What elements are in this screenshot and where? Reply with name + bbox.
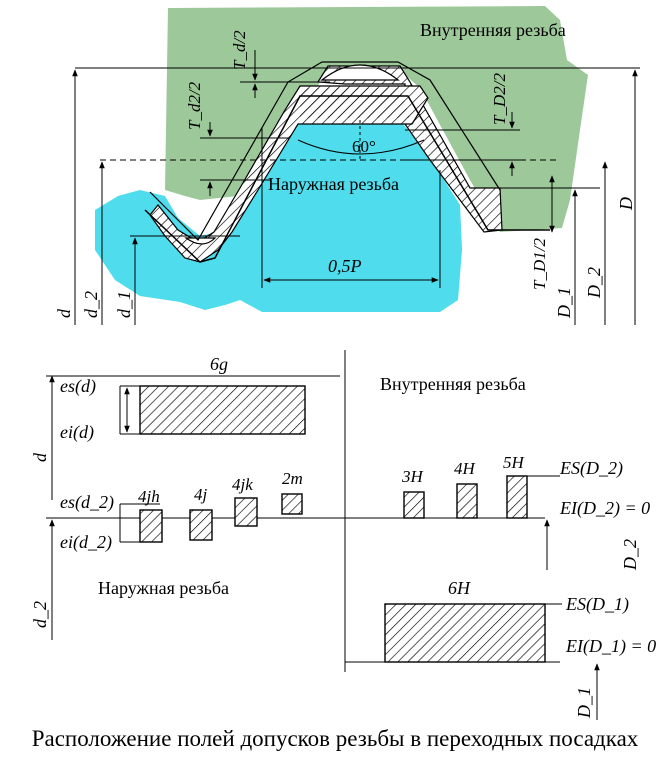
label-TD1-half: T_D1/2 — [530, 238, 549, 290]
label-field-4j: 4j — [194, 485, 208, 504]
label-external-bottom: Наружная резьба — [98, 578, 229, 598]
field-5H-rect — [506, 475, 528, 519]
label-field-6H: 6H — [448, 578, 471, 598]
label-field-3H: 3H — [401, 467, 425, 486]
label-ei-d2: ei(d_2) — [60, 532, 112, 553]
label-pitch: 0,5P — [328, 256, 362, 276]
tolerance-fields-view: 6g Внутренняя резьба Наружная резьба es(… — [30, 350, 656, 720]
label-es-d: es(d) — [60, 376, 96, 397]
label-dim-D: D — [616, 197, 636, 211]
label-ES-D1: ES(D_1) — [565, 594, 629, 615]
label-field-4jh: 4jh — [138, 487, 160, 506]
label-EI-D2: EI(D_2) = 0 — [559, 498, 650, 519]
field-3H-rect — [403, 491, 425, 519]
label-dim-d2: d_2 — [81, 291, 101, 318]
label-EI-D1: EI(D_1) = 0 — [565, 636, 656, 657]
figure-caption: Расположение полей допусков резьбы в пер… — [31, 726, 639, 751]
field-6g-rect — [139, 385, 306, 435]
thread-profile-line — [144, 95, 550, 263]
label-axis-d: d — [30, 452, 50, 462]
label-angle: 60° — [352, 137, 376, 156]
external-thread-region — [95, 120, 462, 312]
field-2m-rect — [281, 493, 303, 515]
label-TD2-half: T_D2/2 — [490, 73, 509, 125]
label-internal-thread: Внутренняя резьба — [420, 20, 566, 40]
label-field-2m: 2m — [282, 469, 303, 488]
field-4jk-rect — [234, 497, 258, 527]
label-dim-D2: D_2 — [584, 267, 604, 299]
field-4jh-rect — [139, 509, 163, 543]
field-6H-rect — [384, 603, 546, 663]
thread-profile-view: Внутренняя резьба Наружная резьба 60° 0,… — [54, 6, 640, 325]
internal-thread-region — [165, 6, 588, 232]
label-field-6g: 6g — [210, 354, 228, 374]
thread-profile-outer-line — [149, 61, 501, 241]
label-Td2-half: T_d2/2 — [185, 81, 204, 130]
field-4j-rect — [189, 509, 213, 541]
label-dim-d1: d_1 — [114, 291, 134, 318]
label-axis-D1: D_1 — [574, 687, 594, 719]
label-field-5H: 5H — [503, 453, 526, 472]
label-internal-bottom: Внутренняя резьба — [380, 374, 526, 394]
label-dim-d: d — [54, 308, 74, 318]
label-axis-D2: D_2 — [620, 539, 640, 571]
label-Td-half: T_d/2 — [230, 30, 249, 70]
angle-arc — [297, 139, 425, 155]
label-field-4jk: 4jk — [232, 475, 253, 494]
label-ES-D2: ES(D_2) — [559, 458, 623, 479]
external-crest — [300, 88, 410, 118]
internal-thread-root-clearance — [320, 64, 400, 81]
field-4H-rect — [456, 483, 478, 519]
label-ei-d: ei(d) — [60, 422, 94, 443]
label-field-4H: 4H — [454, 459, 477, 478]
label-axis-d2: d_2 — [30, 601, 50, 628]
label-es-d2: es(d_2) — [60, 492, 114, 513]
external-thread-root-clearance — [184, 237, 217, 245]
label-external-thread: Наружная резьба — [268, 174, 399, 194]
label-dim-D1: D_1 — [554, 287, 574, 319]
